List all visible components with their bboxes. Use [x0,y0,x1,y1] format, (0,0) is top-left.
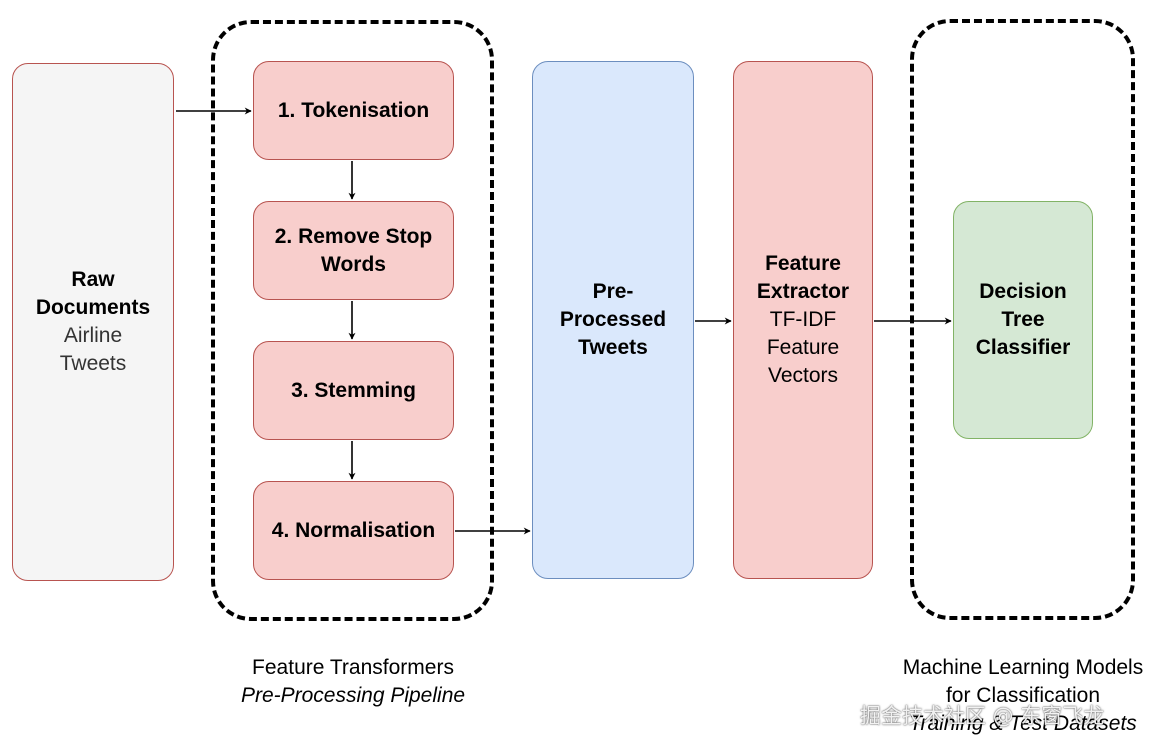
step-label: 2. Remove Stop Words [274,224,433,276]
watermark-text: 掘金技术社区 @ 东窗飞龙 [860,704,1105,728]
pipeline-group [211,20,494,621]
ml-caption: Machine Learning Models for Classificati… [873,654,1168,738]
ml-caption-line3: Training & Test Datasets [909,712,1137,735]
ml-models-group [910,19,1135,620]
remove-stop-words-step: 2. Remove Stop Words [253,201,454,300]
pipeline-caption-line1: Feature Transformers [252,656,454,679]
preprocessed-tweets-node: Pre-Processed Tweets [532,61,694,579]
stemming-step: 3. Stemming [253,341,454,440]
decision-tree-classifier-node: Decision Tree Classifier [953,201,1093,439]
feature-extractor-subtitle: TF-IDF Feature Vectors [766,308,840,387]
pipeline-caption: Feature Transformers Pre-Processing Pipe… [203,654,503,710]
raw-documents-title: Raw Documents [35,268,151,319]
ml-caption-line1: Machine Learning Models [902,656,1144,679]
step-label: 3. Stemming [291,378,416,402]
normalisation-step: 4. Normalisation [253,481,454,580]
classifier-label: Decision Tree Classifier [975,280,1071,359]
pipeline-caption-line2: Pre-Processing Pipeline [240,684,466,707]
step-label: 4. Normalisation [271,518,436,542]
ml-caption-line2: for Classification [945,684,1101,707]
step-label: 1. Tokenisation [277,98,430,122]
preprocessed-label: Pre-Processed Tweets [559,280,667,359]
feature-extractor-node: Feature Extractor TF-IDF Feature Vectors [733,61,873,579]
feature-extractor-title: Feature Extractor [756,252,850,303]
raw-documents-subtitle: Airline Tweets [59,324,127,375]
raw-documents-node: Raw Documents Airline Tweets [12,63,174,581]
tokenisation-step: 1. Tokenisation [253,61,454,160]
